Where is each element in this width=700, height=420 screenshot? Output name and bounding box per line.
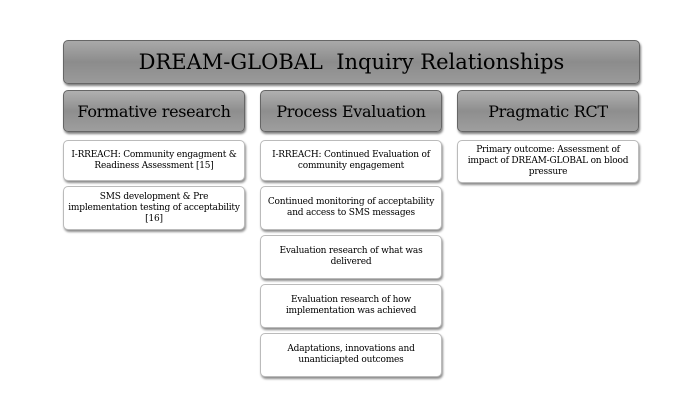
process-item: Evaluation research of what was delivere… [260, 235, 442, 279]
header-pragmatic-rct: Pragmatic RCT [457, 90, 639, 132]
header-process-evaluation: Process Evaluation [260, 90, 442, 132]
process-item: Evaluation research of how implementatio… [260, 284, 442, 328]
header-formative-research: Formative research [63, 90, 245, 132]
formative-item: SMS development & Pre implementation tes… [63, 186, 245, 230]
formative-item: I-RREACH: Community engagment & Readines… [63, 140, 245, 181]
diagram-title: DREAM-GLOBAL Inquiry Relationships [63, 40, 640, 84]
rct-item: Primary outcome: Assessment of impact of… [457, 140, 639, 183]
process-item: Continued monitoring of acceptability an… [260, 186, 442, 230]
process-item: Adaptations, innovations and unanticiapt… [260, 333, 442, 377]
process-item: I-RREACH: Continued Evaluation of commun… [260, 140, 442, 181]
